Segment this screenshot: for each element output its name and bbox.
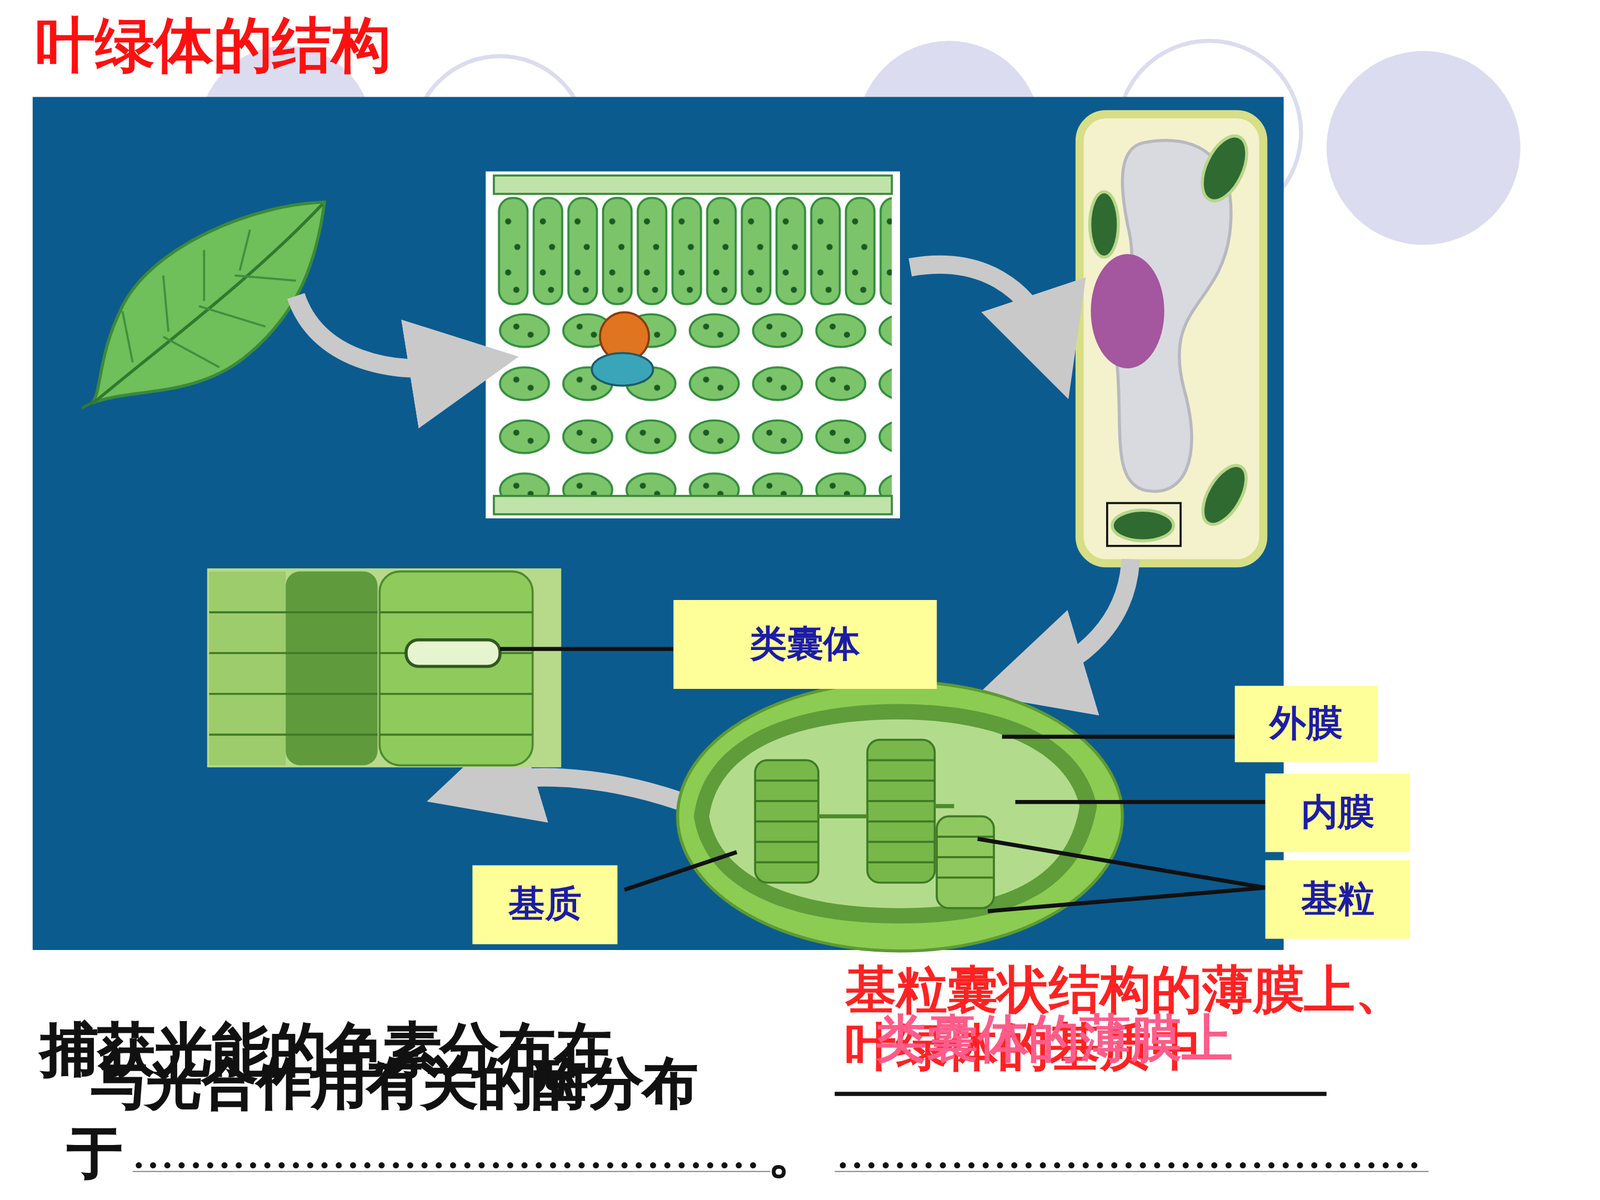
chloroplast (1112, 510, 1174, 541)
thylakoid-edge (936, 836, 994, 878)
part-name: 类囊体 (750, 619, 860, 670)
granum (867, 740, 935, 883)
answer-line (132, 1171, 771, 1173)
chloroplast (1090, 191, 1119, 258)
stroma-lamella (818, 806, 954, 817)
flow-arrow (1030, 559, 1131, 679)
plant-cell (1079, 114, 1264, 564)
label-box: 内膜 (1265, 773, 1411, 852)
label-box: 类囊体 (673, 600, 937, 689)
palisade-layer (496, 196, 893, 307)
chloroplast-outer (677, 681, 1123, 952)
flow-arrow (296, 296, 465, 369)
stroma (709, 719, 1080, 909)
part-name: 基粒 (1301, 874, 1375, 925)
chloroplast (1193, 458, 1255, 532)
spongy-layer (496, 306, 893, 497)
answer-line (834, 1171, 1429, 1173)
part-name: 外膜 (1269, 698, 1343, 749)
punctuation: 。 (767, 1122, 823, 1184)
answer-line (834, 1091, 1327, 1096)
granum (936, 816, 994, 908)
lower-epidermis (493, 496, 892, 515)
leaf-midrib (81, 203, 323, 408)
chloroplast (1193, 128, 1257, 208)
label-box: 外膜 (1234, 685, 1378, 763)
question-text: 于 (67, 1122, 123, 1184)
answer-text: 类囊体的薄膜上 (875, 1010, 1233, 1068)
thylakoid-edge (755, 780, 819, 863)
decor-circle (1326, 51, 1521, 245)
flow-arrow (910, 264, 1051, 347)
granum (936, 816, 994, 908)
thylakoid-edge (209, 612, 533, 735)
granum (867, 740, 935, 883)
label-box: 基粒 (1265, 860, 1411, 939)
question-text: 与光合作用有关的酶分布 (91, 1053, 698, 1115)
zoom-frame (1107, 503, 1181, 547)
granum (755, 760, 819, 883)
granum (755, 760, 819, 883)
flow-arrow (479, 777, 694, 807)
nucleus (1090, 253, 1164, 369)
dotted-line (842, 1162, 1427, 1169)
grana-stack (209, 571, 287, 766)
thylakoid-edge (867, 760, 935, 863)
phloem (591, 353, 653, 387)
slide-title: 叶绿体的结构 (35, 12, 391, 79)
dotted-line (138, 1162, 768, 1169)
leaf-section (485, 171, 900, 519)
leaf-vein (122, 229, 296, 368)
part-name: 内膜 (1301, 787, 1375, 838)
grana-stack (379, 571, 533, 766)
grana-stack (285, 571, 378, 766)
upper-epidermis (493, 175, 892, 194)
label-box: 基质 (472, 865, 618, 944)
grana-zoom (207, 568, 562, 768)
thylakoid (406, 640, 500, 667)
part-name: 基质 (508, 879, 582, 930)
